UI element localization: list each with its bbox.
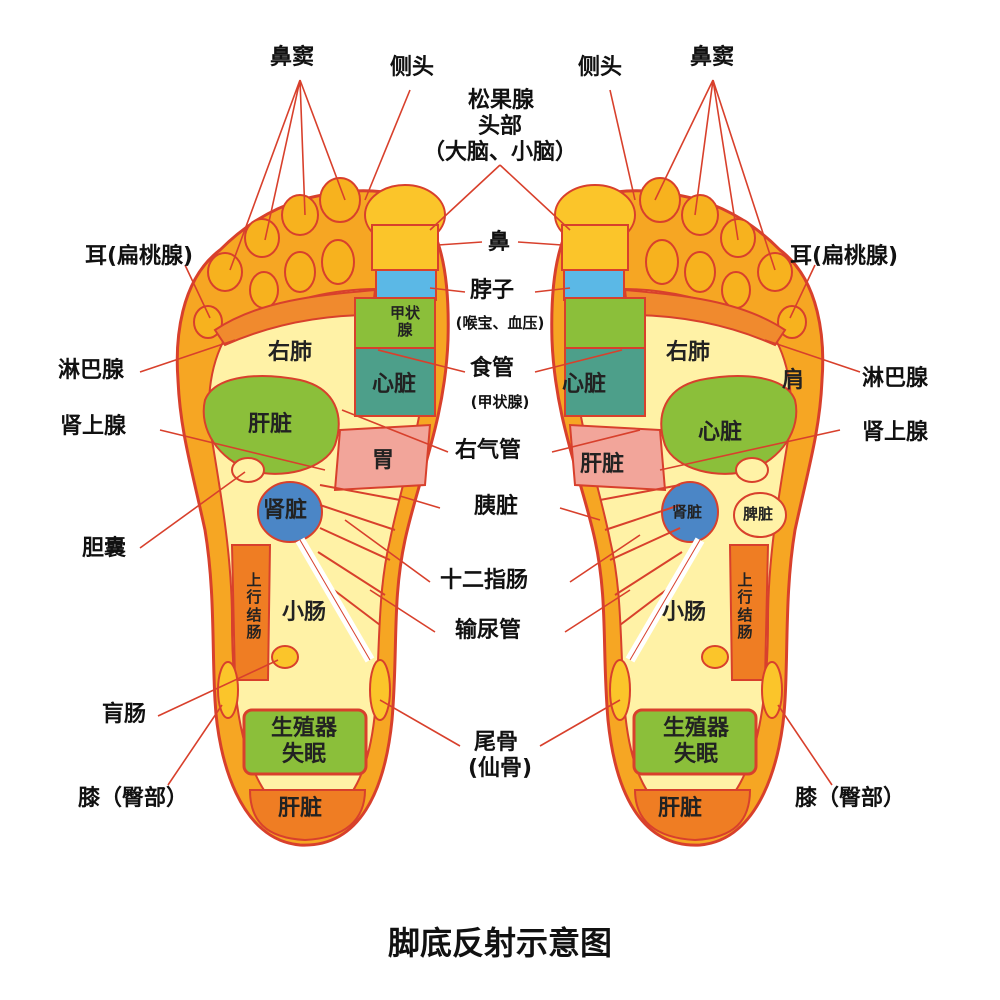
label-side-head-right: 侧头 [578, 55, 623, 80]
leader-lines [139, 79, 861, 786]
label-ureter: 输尿管 [455, 618, 522, 643]
label-pineal: 松果腺 [467, 88, 534, 113]
label-gallbladder: 胆囊 [82, 536, 127, 561]
left-heel-zone [248, 789, 367, 842]
label-esophagus-sub: (甲状腺) [470, 393, 530, 411]
left-stomach-label: 胃 [372, 448, 395, 473]
left-nose-zone [371, 224, 439, 271]
left-insomnia-label: 失眠 [281, 742, 326, 767]
left-small-intestine-label: 小肠 [282, 600, 327, 625]
right-neck-zone [563, 269, 625, 301]
label-sinus-right: 鼻窦 [690, 45, 735, 70]
label-brain: （大脑、小脑） [422, 140, 577, 165]
left-heart-label: 心脏 [372, 372, 417, 397]
left-heel-liver-label: 肝脏 [278, 796, 323, 821]
label-trachea: 右气管 [455, 438, 522, 463]
left-foot [175, 177, 450, 847]
right-heel-liver-label: 肝脏 [658, 796, 703, 821]
right-insomnia-label: 失眠 [673, 742, 718, 767]
label-knee-right: 膝（臀部） [795, 786, 906, 811]
right-right-lung-label: 右肺 [666, 340, 711, 365]
label-side-head-left: 侧头 [390, 55, 435, 80]
label-duodenum: 十二指肠 [440, 568, 529, 593]
right-ascending-colon-label: 上 行 结 肠 [737, 571, 753, 641]
left-kidney-zone [257, 481, 323, 543]
label-coccyx: 尾骨 [474, 730, 519, 755]
diagram-title: 脚底反射示意图 [387, 924, 612, 962]
right-spleen-label: 脾脏 [743, 505, 774, 523]
left-toe-sub-3 [284, 251, 316, 293]
left-reproductive-label: 生殖器 [270, 716, 337, 741]
left-right-lung-label: 右肺 [268, 340, 313, 365]
right-liver-label: 肝脏 [580, 452, 625, 477]
label-lymph-right: 淋巴腺 [862, 366, 929, 391]
left-thyroid-label: 甲状 腺 [389, 304, 420, 340]
right-heart-big-label: 心脏 [698, 420, 743, 445]
left-coccyx-zone [369, 659, 391, 721]
label-pancreas: 胰脏 [474, 494, 519, 519]
right-heart-big-zone [660, 375, 798, 475]
label-adrenal-left: 肾上腺 [60, 414, 127, 439]
right-spleen-zone [733, 492, 787, 538]
label-sinus-left: 鼻窦 [270, 45, 315, 70]
left-neck-zone [375, 269, 437, 301]
left-knee-zone [217, 661, 239, 719]
label-nose: 鼻 [488, 230, 511, 255]
right-shoulder-label: 肩 [782, 368, 805, 393]
left-toe-4 [244, 218, 280, 258]
label-ear-left: 耳(扁桃腺) [85, 244, 194, 269]
label-sacrum: (仙骨) [467, 756, 533, 781]
label-neck-sub: (喉宝、血压) [455, 314, 545, 332]
left-ascending-colon-label: 上 行 结 肠 [246, 571, 262, 641]
right-heart-small-zone [564, 347, 646, 417]
right-kidney-label: 肾脏 [672, 503, 703, 521]
left-toe-sub-4 [249, 271, 279, 309]
left-kidney-label: 肾脏 [263, 498, 308, 523]
label-ear-right: 耳(扁桃腺) [790, 244, 899, 269]
left-ascending-colon [230, 544, 272, 681]
left-toe-2 [319, 177, 361, 223]
left-liver-label: 肝脏 [248, 412, 293, 437]
left-toe-3 [281, 194, 319, 236]
left-toe-sub-2 [321, 239, 355, 285]
left-toe-5 [207, 252, 243, 292]
label-lymph-left: 淋巴腺 [58, 358, 125, 383]
label-cecum: 肓肠 [102, 702, 147, 727]
left-cecum [271, 645, 299, 669]
left-heart-zone [354, 347, 436, 417]
label-knee-left: 膝（臀部） [78, 786, 189, 811]
right-reproductive-label: 生殖器 [662, 716, 729, 741]
right-small-intestine-label: 小肠 [662, 600, 707, 625]
right-foot [550, 177, 825, 847]
label-head: 头部 [477, 114, 522, 139]
left-reproductive-zone [242, 708, 368, 776]
label-adrenal-right: 肾上腺 [862, 420, 929, 445]
label-neck: 脖子 [470, 278, 515, 303]
right-heart-small-label: 心脏 [562, 372, 607, 397]
label-esophagus: 食管 [470, 356, 515, 381]
left-thyroid-zone [354, 297, 436, 349]
left-stomach-zone [333, 423, 432, 492]
